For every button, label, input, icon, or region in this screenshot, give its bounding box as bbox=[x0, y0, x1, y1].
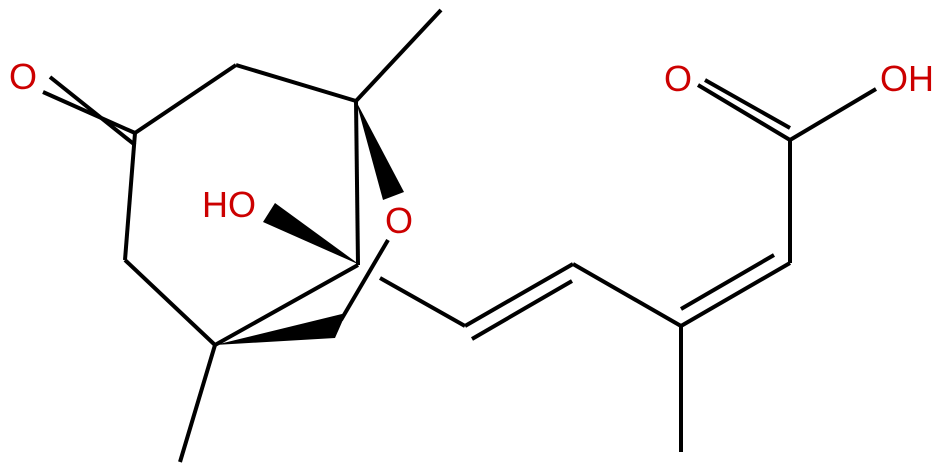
side-chain bbox=[379, 78, 878, 452]
ketone-double-bond bbox=[42, 75, 137, 147]
acid-carbonyl-oxygen-label: O bbox=[664, 58, 692, 99]
wedge-c1-o bbox=[356, 101, 404, 200]
wedge-hydroxyl bbox=[263, 203, 360, 265]
ketone-oxygen-label: O bbox=[9, 56, 37, 97]
methyl-bottom bbox=[178, 344, 217, 463]
bridge-oxygen-label: O bbox=[385, 200, 413, 241]
methyl-top bbox=[354, 8, 443, 103]
seven-membered-ring bbox=[123, 63, 360, 347]
bridge-o-ch2 bbox=[339, 238, 390, 322]
hydroxyl-label: HO bbox=[202, 184, 256, 225]
wedge-bridge-ch2 bbox=[215, 313, 346, 345]
acid-hydroxyl-label: OH bbox=[880, 58, 934, 99]
